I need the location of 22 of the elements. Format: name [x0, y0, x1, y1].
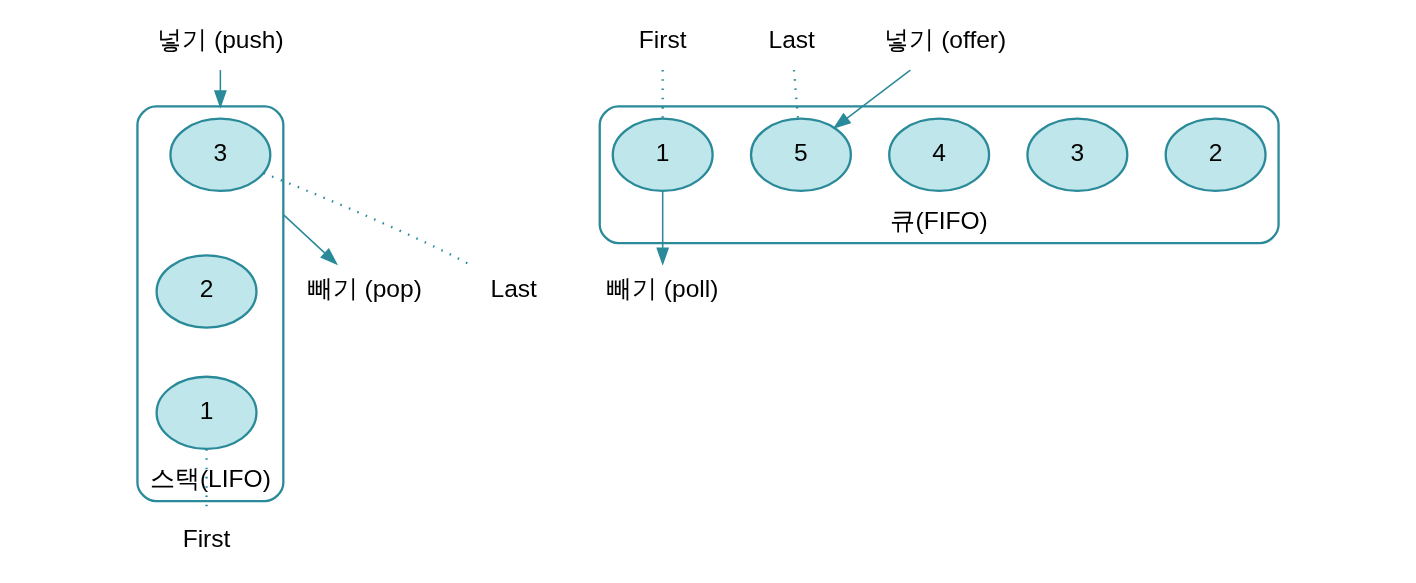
node-ellipse: 1 — [155, 375, 258, 451]
node-text: First — [182, 524, 231, 552]
node-text: First — [638, 25, 687, 53]
node-text: 넣기 (offer) — [884, 25, 1007, 53]
node-text: 빼기 (pop) — [307, 275, 422, 303]
arrow — [282, 213, 339, 266]
node-ellipse: 2 — [155, 254, 258, 329]
node-text: 넣기 (push) — [157, 25, 284, 53]
node-ellipse: 4 — [888, 117, 991, 193]
node-text: Last — [490, 275, 537, 303]
node-ellipse: 3 — [1026, 117, 1129, 193]
arrow — [832, 69, 912, 130]
arrow — [213, 69, 227, 109]
arrow — [656, 190, 670, 266]
node-ellipse: 3 — [169, 117, 272, 193]
node-ellipse: 2 — [1164, 117, 1267, 193]
node-ellipse: 1 — [611, 117, 714, 193]
connector — [661, 70, 664, 119]
node-ellipse: 5 — [749, 117, 852, 193]
node-text: Last — [768, 25, 815, 53]
node-text: 빼기 (poll) — [606, 275, 719, 303]
connector — [792, 69, 800, 119]
